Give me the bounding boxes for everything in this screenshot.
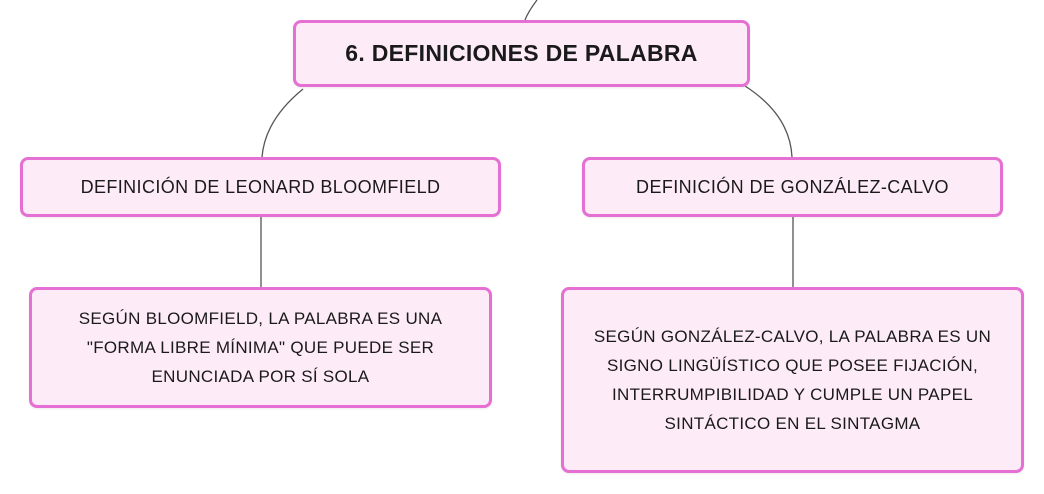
definition-line: INTERRUMPIBILIDAD Y CUMPLE UN PAPEL (612, 385, 973, 404)
definition-line: SINTÁCTICO EN EL SINTAGMA (664, 414, 921, 433)
root-topic[interactable]: 6. DEFINICIONES DE PALABRA (293, 20, 750, 87)
connector-parent-to-root (524, 0, 538, 21)
definition-gonzalez-calvo[interactable]: SEGÚN GONZÁLEZ-CALVO, LA PALABRA ES UN S… (561, 287, 1024, 473)
root-topic-label: 6. DEFINICIONES DE PALABRA (345, 40, 698, 66)
connector-root-to-bloomfield (261, 88, 304, 158)
definition-line: "FORMA LIBRE MÍNIMA" QUE PUEDE SER (86, 338, 435, 357)
definition-line: SIGNO LINGÜÍSTICO QUE POSEE FIJACIÓN, (606, 356, 978, 375)
definition-line: SEGÚN BLOOMFIELD, LA PALABRA ES UNA (78, 309, 443, 328)
topic-gonzalez-calvo[interactable]: DEFINICIÓN DE GONZÁLEZ-CALVO (582, 157, 1003, 217)
topic-gonzalez-calvo-label: DEFINICIÓN DE GONZÁLEZ-CALVO (636, 176, 949, 197)
topic-bloomfield-label: DEFINICIÓN DE LEONARD BLOOMFIELD (80, 176, 441, 197)
definition-bloomfield[interactable]: SEGÚN BLOOMFIELD, LA PALABRA ES UNA "FOR… (29, 287, 492, 408)
topic-bloomfield[interactable]: DEFINICIÓN DE LEONARD BLOOMFIELD (20, 157, 501, 217)
connector-root-to-gonzalez (744, 85, 793, 158)
definition-line: SEGÚN GONZÁLEZ-CALVO, LA PALABRA ES UN (593, 327, 992, 346)
definition-line: ENUNCIADA POR SÍ SOLA (151, 367, 370, 386)
